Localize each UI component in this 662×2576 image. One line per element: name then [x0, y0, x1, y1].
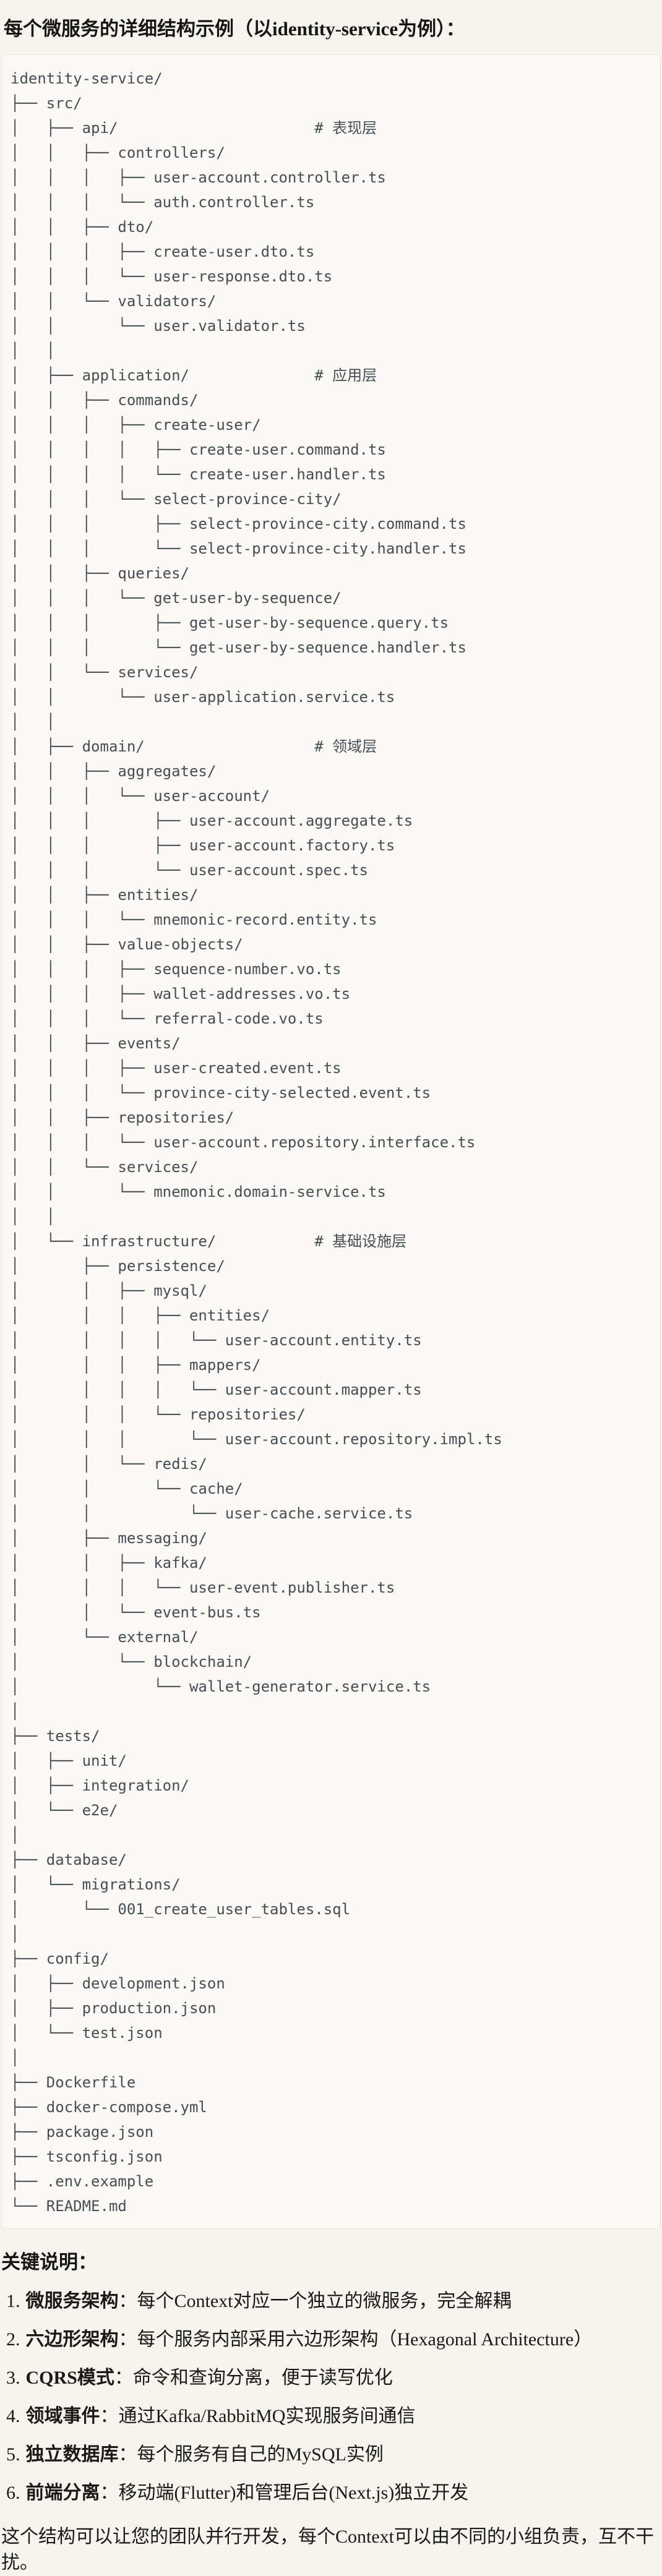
note-desc: 每个Context对应一个独立的微服务，完全解耦 — [137, 2290, 512, 2311]
note-desc: 通过Kafka/RabbitMQ实现服务间通信 — [118, 2405, 416, 2426]
note-number: 2. — [6, 2329, 20, 2350]
note-colon: ： — [114, 2367, 133, 2388]
note-desc: 每个服务有自己的MySQL实例 — [137, 2444, 384, 2465]
notes-heading: 关键说明： — [1, 2251, 97, 2273]
note-colon: ： — [118, 2444, 137, 2465]
note-term: 微服务架构 — [25, 2290, 119, 2311]
note-term: 独立数据库 — [25, 2444, 119, 2465]
note-item-hexagonal: 2.六边形架构：每个服务内部采用六边形架构（Hexagonal Architec… — [6, 2327, 657, 2352]
note-desc: 命令和查询分离，便于读写优化 — [132, 2367, 393, 2388]
note-colon: ： — [118, 2290, 137, 2311]
note-item-frontend: 6.前端分离：移动端(Flutter)和管理后台(Next.js)独立开发 — [6, 2481, 657, 2505]
note-item-database: 5.独立数据库：每个服务有自己的MySQL实例 — [6, 2442, 657, 2467]
code-block: identity-service/ ├── src/ │ ├── api/ # … — [1, 54, 661, 2229]
notes-list: 1.微服务架构：每个Context对应一个独立的微服务，完全解耦 2.六边形架构… — [1, 2289, 657, 2505]
note-desc: 每个服务内部采用六边形架构（Hexagonal Architecture） — [137, 2329, 593, 2350]
note-colon: ： — [100, 2482, 119, 2503]
note-term: CQRS模式 — [25, 2367, 114, 2388]
note-term: 领域事件 — [25, 2405, 100, 2426]
note-term: 前端分离 — [25, 2482, 100, 2503]
note-number: 3. — [6, 2367, 20, 2388]
page-title: 每个微服务的详细结构示例（以identity-service为例）： — [4, 18, 465, 40]
note-colon: ： — [100, 2405, 119, 2426]
note-term: 六边形架构 — [25, 2329, 119, 2350]
note-number: 1. — [6, 2290, 20, 2311]
closing-paragraph: 这个结构可以让您的团队并行开发，每个Context可以由不同的小组负责，互不干扰… — [1, 2526, 654, 2573]
notes-section: 关键说明： 1.微服务架构：每个Context对应一个独立的微服务，完全解耦 2… — [0, 2246, 662, 2576]
note-item-cqrs: 3.CQRS模式：命令和查询分离，便于读写优化 — [6, 2366, 657, 2390]
note-item-microservice: 1.微服务架构：每个Context对应一个独立的微服务，完全解耦 — [6, 2289, 657, 2314]
note-number: 4. — [6, 2405, 20, 2426]
note-colon: ： — [118, 2329, 137, 2350]
note-number: 5. — [6, 2444, 20, 2465]
note-number: 6. — [6, 2482, 20, 2503]
note-desc: 移动端(Flutter)和管理后台(Next.js)独立开发 — [118, 2482, 469, 2503]
note-item-domain-events: 4.领域事件：通过Kafka/RabbitMQ实现服务间通信 — [6, 2404, 657, 2429]
directory-tree: identity-service/ ├── src/ │ ├── api/ # … — [11, 69, 502, 2215]
